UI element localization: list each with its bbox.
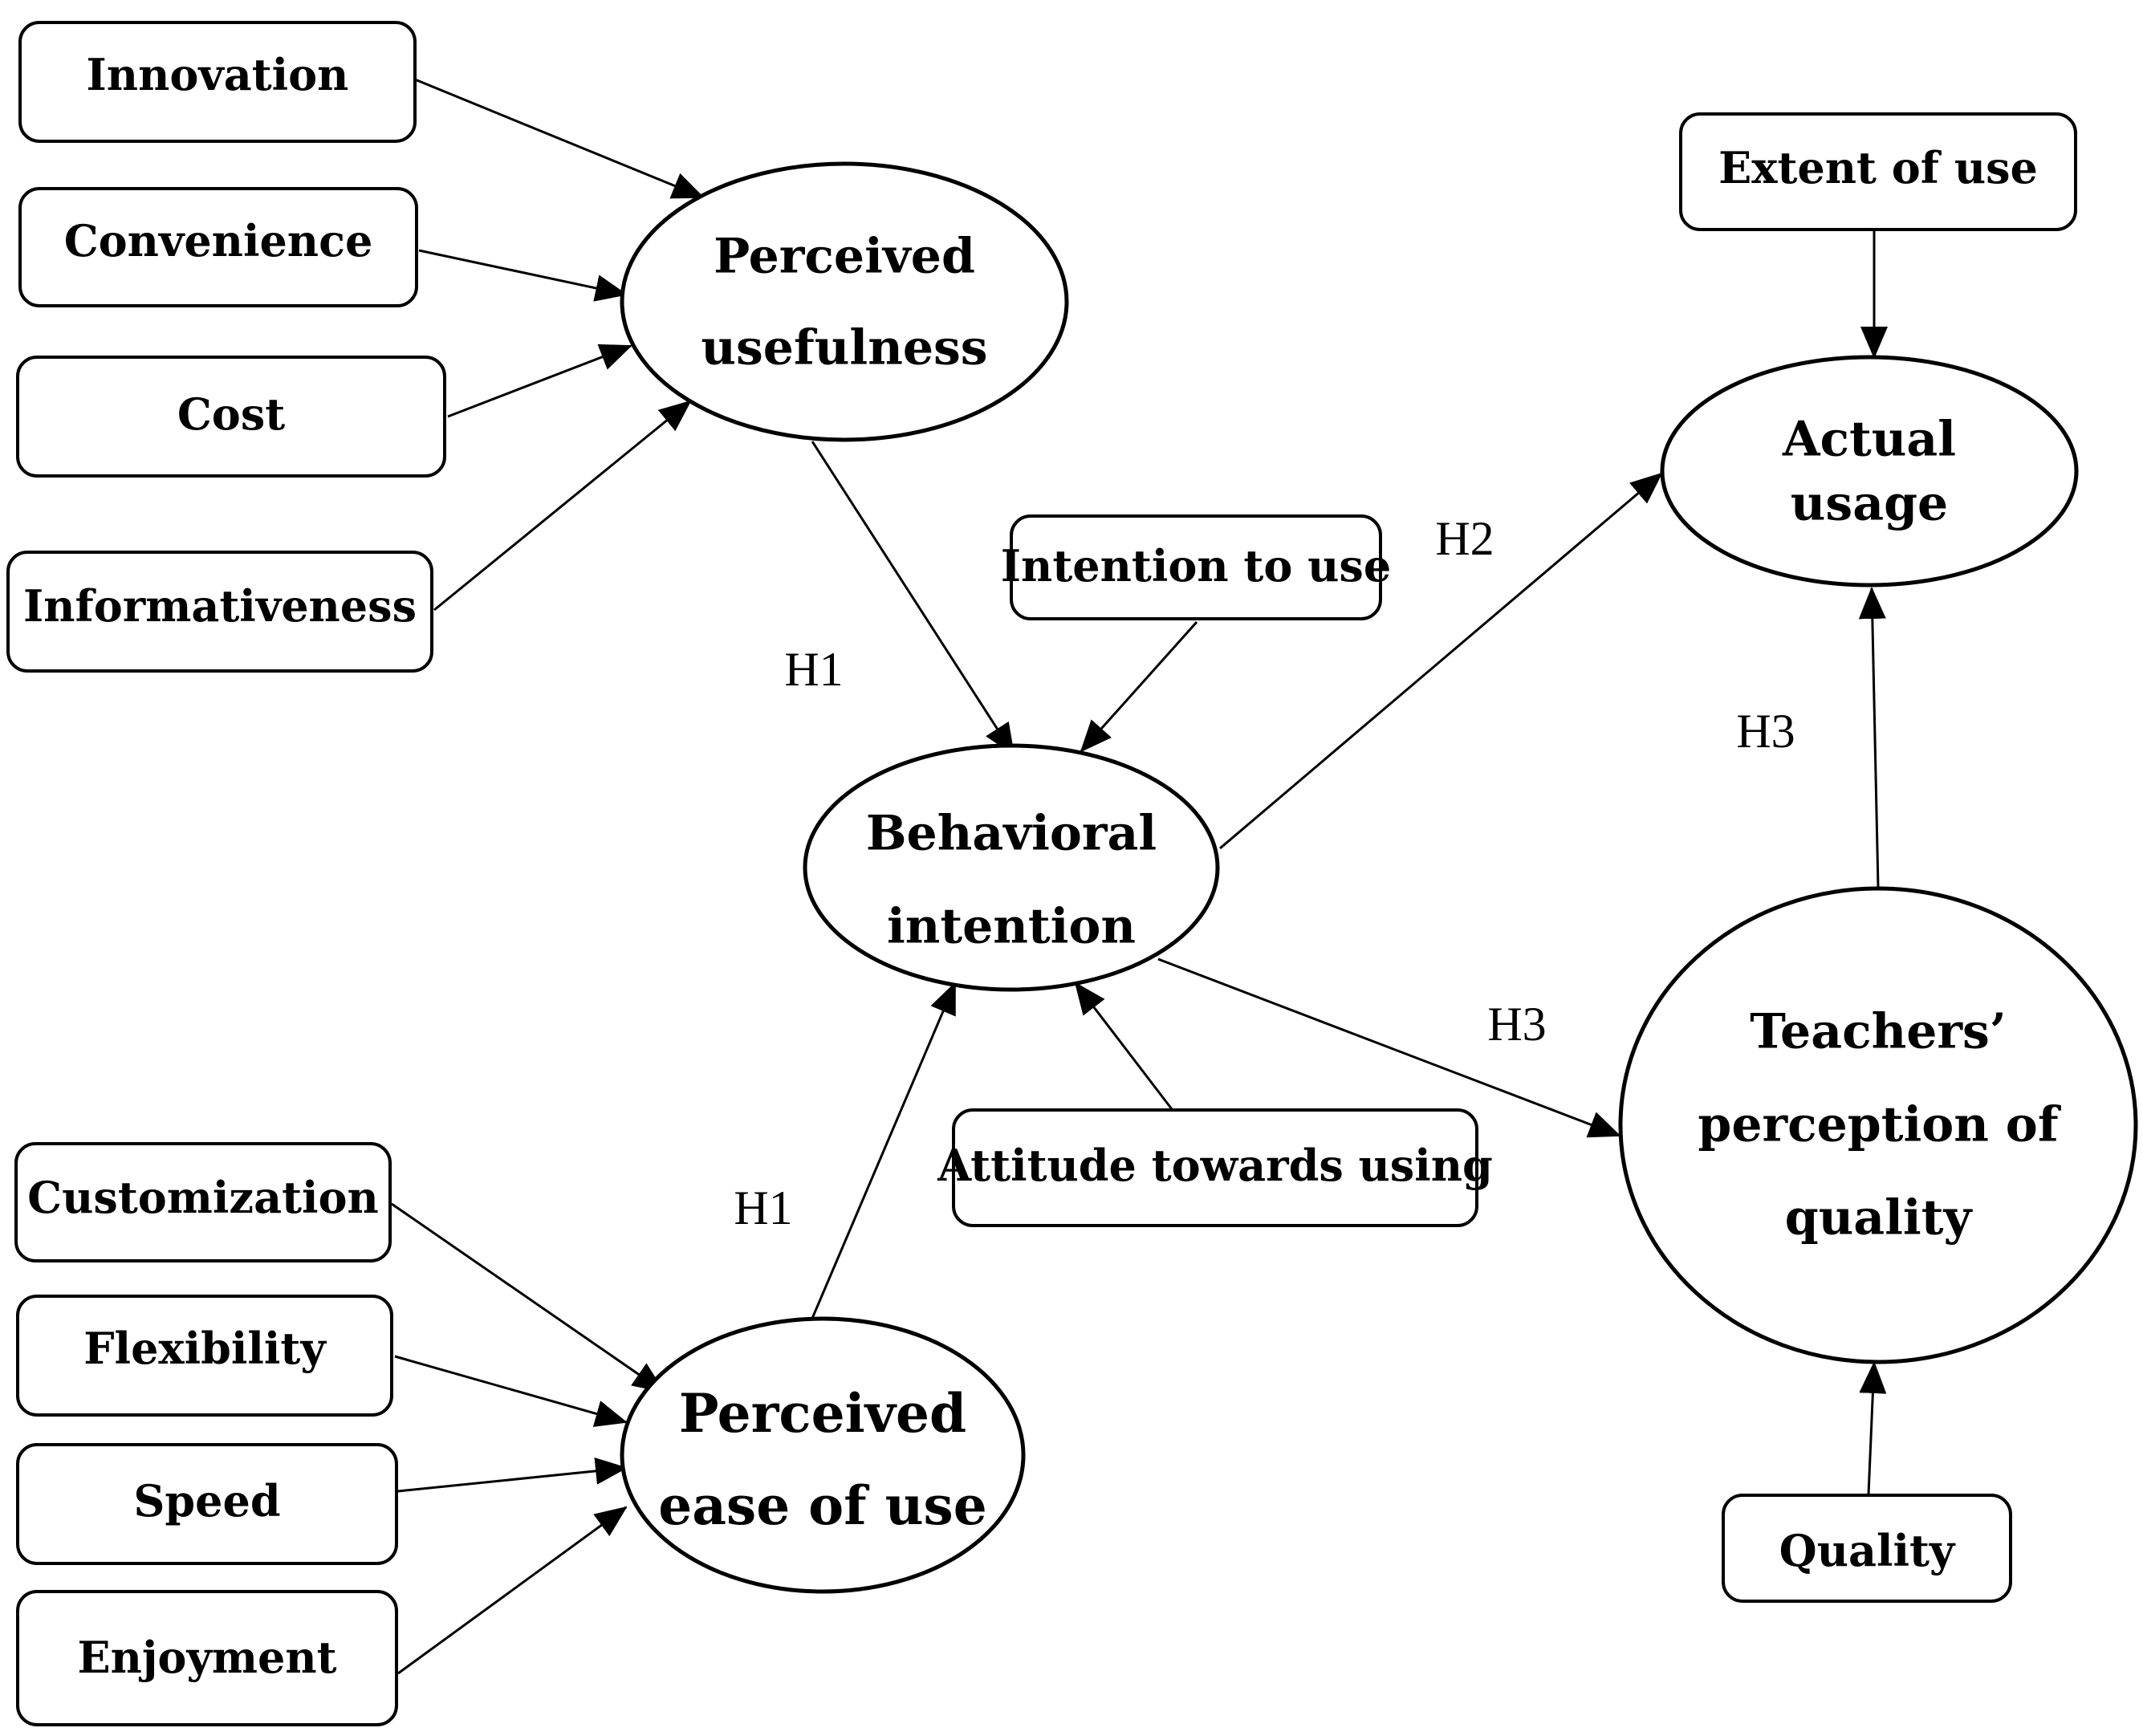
- node-perceived-usefulness-line2: usefulness: [701, 320, 987, 376]
- box-innovation: Innovation: [18, 21, 417, 143]
- edge-intention-to-actual-usage: [1219, 472, 1663, 850]
- hypothesis-h1-ease: H1: [734, 1181, 792, 1234]
- box-cost: Cost: [16, 356, 446, 478]
- node-actual-usage-line2: usage: [1791, 476, 1948, 532]
- box-cost-label: Cost: [177, 388, 285, 440]
- box-convenience: Convenience: [18, 187, 418, 307]
- edge-enjoyment-to-ease: [397, 1506, 628, 1675]
- hypothesis-labels: H1 H1 H2 H3 H3: [734, 512, 1795, 1234]
- box-flexibility-label: Flexibility: [83, 1323, 327, 1374]
- edge-intention-to-use-to-intention: [1080, 621, 1198, 753]
- node-teachers-perception-line1: Teachers’: [1750, 1004, 2006, 1060]
- edge-layer: [391, 78, 1888, 1675]
- edge-ease-to-intention: [807, 982, 957, 1327]
- edge-informativeness-to-usefulness: [433, 400, 692, 612]
- latent-nodes: Perceived usefulness Perceived ease of u…: [620, 161, 2138, 1594]
- node-teachers-perception-of-quality: Teachers’ perception of quality: [1618, 886, 2138, 1364]
- node-perceived-ease-of-use-line2: ease of use: [658, 1474, 986, 1537]
- edge-flexibility-to-ease: [394, 1355, 628, 1427]
- node-perceived-usefulness-line1: Perceived: [714, 229, 975, 285]
- edge-convenience-to-usefulness: [418, 249, 628, 302]
- box-speed: Speed: [16, 1443, 398, 1565]
- node-behavioral-intention-line1: Behavioral: [866, 806, 1157, 862]
- hypothesis-h1-usefulness: H1: [784, 643, 843, 696]
- box-enjoyment: Enjoyment: [16, 1590, 398, 1726]
- node-behavioral-intention: Behavioral intention: [803, 743, 1220, 992]
- edge-innovation-to-usefulness: [414, 78, 705, 199]
- node-perceived-ease-of-use-line1: Perceived: [679, 1382, 966, 1445]
- box-quality-label: Quality: [1779, 1525, 1956, 1576]
- box-informativeness-label: Informativeness: [23, 580, 417, 632]
- edge-cost-to-usefulness: [447, 344, 632, 418]
- edge-speed-to-ease: [397, 1457, 628, 1493]
- box-convenience-label: Convenience: [64, 215, 373, 266]
- box-attitude-towards-using-label: Attitude towards using: [937, 1140, 1493, 1191]
- hypothesis-h3-quality: H3: [1736, 705, 1795, 758]
- edge-customization-to-ease: [391, 1202, 665, 1393]
- hypothesis-h3-intention: H3: [1487, 998, 1546, 1051]
- box-intention-to-use: Intention to use: [1001, 514, 1391, 620]
- box-flexibility: Flexibility: [16, 1295, 393, 1417]
- edge-intention-to-teachers-perception: [1157, 957, 1621, 1138]
- box-innovation-label: Innovation: [87, 49, 349, 100]
- node-actual-usage: Actual usage: [1660, 355, 2079, 587]
- edge-quality-to-teachers-perception: [1859, 1361, 1887, 1495]
- node-perceived-usefulness: Perceived usefulness: [620, 161, 1069, 442]
- node-perceived-ease-of-use: Perceived ease of use: [620, 1316, 1026, 1594]
- edge-attitude-to-intention: [1074, 982, 1173, 1110]
- box-speed-label: Speed: [133, 1475, 280, 1527]
- edge-usefulness-to-intention: [811, 441, 1015, 756]
- box-extent-of-use-label: Extent of use: [1718, 142, 2038, 193]
- construct-boxes: Innovation Convenience Cost Informativen…: [6, 21, 2077, 1726]
- box-intention-to-use-label: Intention to use: [1001, 540, 1391, 592]
- box-quality: Quality: [1722, 1494, 2012, 1603]
- node-actual-usage-line1: Actual: [1782, 412, 1956, 468]
- box-informativeness: Informativeness: [6, 551, 433, 673]
- node-behavioral-intention-line2: intention: [887, 899, 1136, 955]
- box-customization-label: Customization: [27, 1172, 379, 1223]
- box-enjoyment-label: Enjoyment: [77, 1632, 336, 1683]
- box-customization: Customization: [14, 1142, 392, 1262]
- node-teachers-perception-line3: quality: [1785, 1190, 1974, 1246]
- node-teachers-perception-line2: perception of: [1698, 1097, 2061, 1153]
- box-attitude-towards-using: Attitude towards using: [937, 1108, 1493, 1227]
- edge-teachers-perception-to-actual-usage: [1858, 587, 1886, 888]
- box-extent-of-use: Extent of use: [1679, 112, 2077, 231]
- hypothesis-h2: H2: [1435, 512, 1494, 565]
